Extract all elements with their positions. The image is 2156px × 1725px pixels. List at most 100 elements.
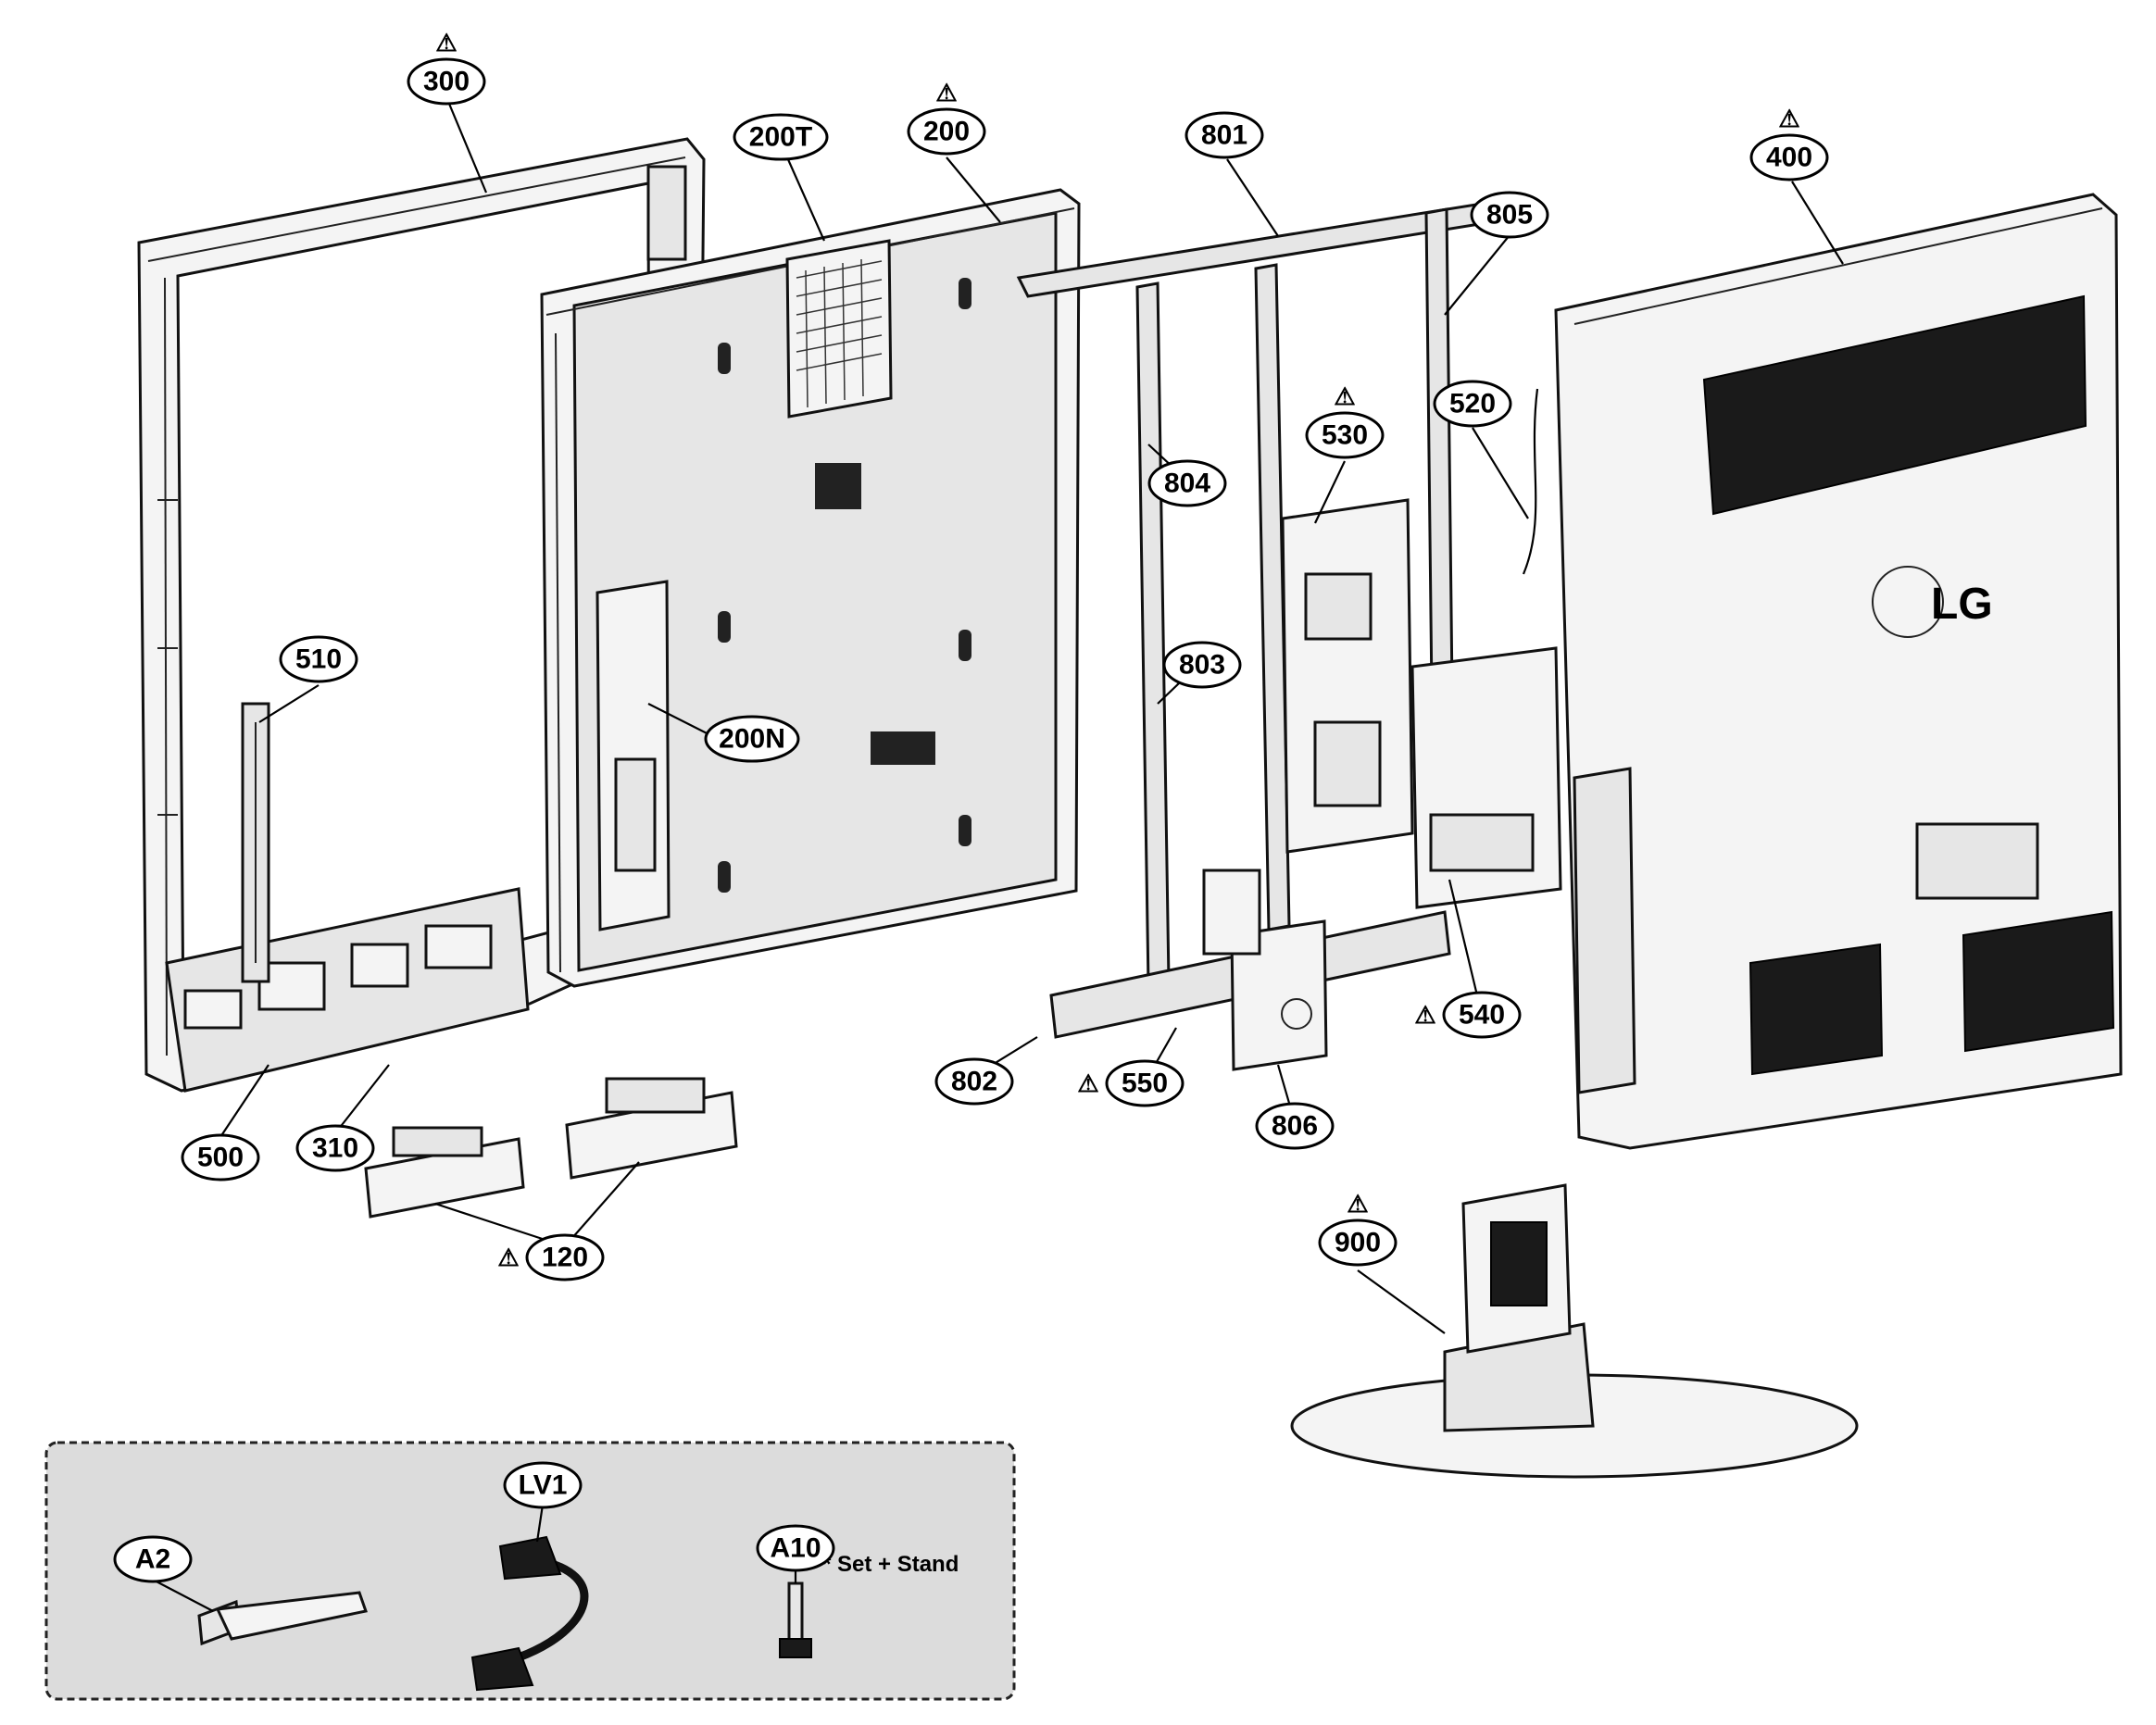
warning-icon: ⚠: [497, 1244, 519, 1271]
callout-802: 802: [934, 1057, 1014, 1106]
accessory-callout-LV1: LV1: [503, 1461, 583, 1509]
small-board-550: [1202, 869, 1261, 956]
callout-bubble: [503, 1461, 583, 1509]
callout-label: 200: [923, 117, 970, 147]
callout-label: 120: [542, 1243, 588, 1273]
stand-900: [1290, 1183, 1859, 1479]
callout-label: 802: [951, 1067, 997, 1097]
warning-icon: ⚠: [1414, 1001, 1435, 1029]
cable-520: [1522, 388, 1539, 575]
callout-bubble: [704, 715, 800, 763]
callout-label: 500: [197, 1143, 244, 1173]
callout-label: 510: [295, 644, 342, 675]
callout-bubble: [1318, 1219, 1398, 1267]
callout-label: 801: [1201, 120, 1247, 151]
callout-label: 550: [1122, 1069, 1168, 1099]
callout-bubble: [1255, 1102, 1335, 1150]
callout-label: A10: [770, 1533, 821, 1564]
callout-804: 804: [1147, 459, 1227, 507]
warning-icon: ⚠: [1778, 105, 1799, 132]
callout-label: 540: [1459, 1000, 1505, 1031]
callout-label: 900: [1335, 1228, 1381, 1258]
lg-logo-text: LG: [1931, 580, 1993, 629]
callout-bubble: [407, 57, 486, 106]
side-bracket-510: [241, 702, 270, 983]
main-board-540: [1410, 646, 1562, 909]
callout-layer: 300 ⚠ 200T 200 ⚠ 801 400 ⚠ 805 530 ⚠ 520 804 510 803 20…: [181, 29, 1829, 1281]
warning-icon: ⚠: [1334, 382, 1355, 410]
warning-icon: ⚠: [935, 79, 957, 106]
lcd-module-holes: [718, 278, 971, 893]
callout-bubble: [1433, 380, 1512, 428]
frame-rail-804: [1135, 281, 1171, 987]
callout-bubble: [113, 1535, 193, 1583]
callout-310: 310: [295, 1124, 375, 1172]
callout-bubble: [181, 1133, 260, 1181]
callout-label: LV1: [519, 1470, 568, 1501]
callout-bubble: [279, 635, 358, 683]
power-board-530: [1281, 498, 1414, 854]
bottom-speaker-310: [165, 887, 530, 1093]
callout-label: 300: [423, 67, 470, 97]
callout-801: 801: [1185, 111, 1264, 159]
bracket-806: [1230, 919, 1328, 1071]
callout-bubble: [1185, 111, 1264, 159]
callout-bubble: [1749, 133, 1829, 181]
accessory-callout-A10: A10: [756, 1524, 835, 1572]
callout-bubble: [1305, 411, 1385, 459]
callout-900: 900: [1318, 1219, 1398, 1267]
callout-120: 120: [525, 1233, 605, 1281]
warning-icon: ⚠: [1077, 1069, 1098, 1097]
callout-label: 200T: [749, 122, 812, 153]
speaker-120-left: [364, 1126, 525, 1219]
callout-label: 530: [1322, 420, 1368, 451]
callout-803: 803: [1162, 641, 1242, 689]
callout-550: 550: [1105, 1059, 1185, 1107]
callout-bubble: [1105, 1059, 1185, 1107]
callout-200T: 200T: [733, 113, 829, 161]
callout-bubble: [934, 1057, 1014, 1106]
callout-200: 200: [907, 107, 986, 156]
callout-300: 300: [407, 57, 486, 106]
lcd-module-200: [540, 188, 1081, 988]
callout-label: 520: [1449, 389, 1496, 419]
callout-510: 510: [279, 635, 358, 683]
tcon-board-200T: [785, 239, 893, 419]
warning-icon: ⚠: [1347, 1190, 1368, 1218]
accessories-box: * Set + Stand: [44, 1441, 1016, 1701]
inverter-board-200N: [595, 580, 671, 931]
speaker-120-right: [565, 1077, 738, 1180]
callout-label: 805: [1486, 200, 1533, 231]
callout-540: 540: [1442, 991, 1522, 1039]
warning-icon: ⚠: [435, 29, 457, 56]
callout-bubble: [525, 1233, 605, 1281]
callout-label: A2: [135, 1544, 170, 1575]
callout-bubble: [733, 113, 829, 161]
callout-bubble: [1147, 459, 1227, 507]
accessories-note: * Set + Stand: [822, 1552, 959, 1577]
callout-label: 310: [312, 1133, 358, 1164]
callout-label: 803: [1179, 650, 1225, 681]
callout-805: 805: [1470, 191, 1549, 239]
cable-lv1: [517, 1556, 589, 1662]
callout-400: 400: [1749, 133, 1829, 181]
back-cover-400: [1554, 193, 2123, 1150]
callout-label: 200N: [719, 724, 785, 755]
accessory-callout-A2: A2: [113, 1535, 193, 1583]
callout-bubble: [295, 1124, 375, 1172]
callout-bubble: [1442, 991, 1522, 1039]
callout-label: 804: [1164, 469, 1210, 499]
callout-label: 806: [1272, 1111, 1318, 1142]
callout-bubble: [907, 107, 986, 156]
callout-bubble: [1470, 191, 1549, 239]
callout-label: 400: [1766, 143, 1812, 173]
callout-530: 530: [1305, 411, 1385, 459]
callout-bubble: [756, 1524, 835, 1572]
callout-bubble: [1162, 641, 1242, 689]
callout-200N: 200N: [704, 715, 800, 763]
callout-500: 500: [181, 1133, 260, 1181]
callout-520: 520: [1433, 380, 1512, 428]
